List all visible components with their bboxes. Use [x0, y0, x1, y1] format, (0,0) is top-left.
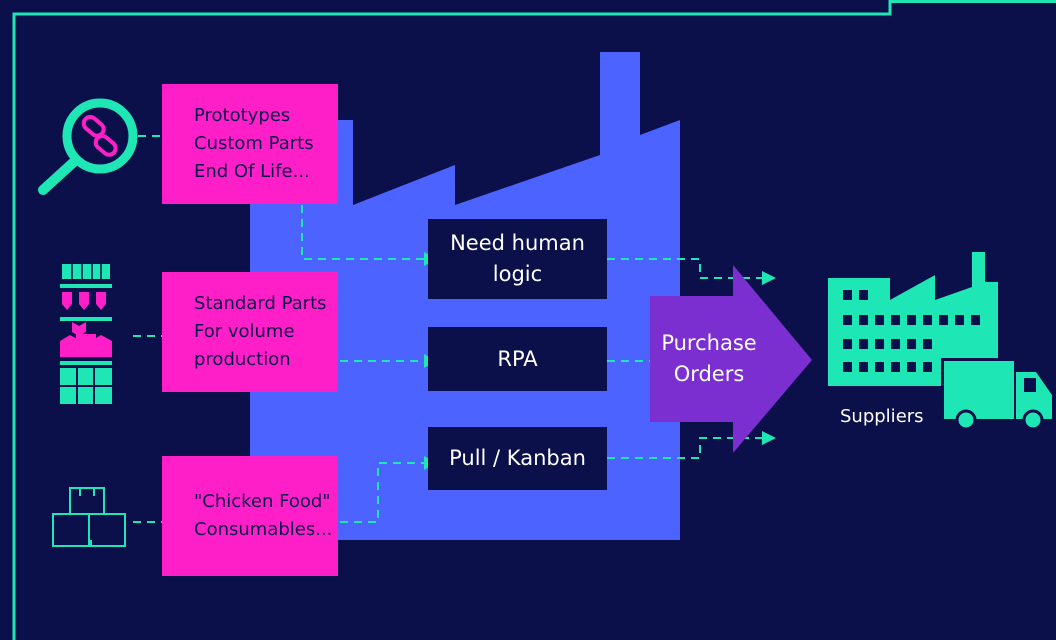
input-label-line: For volume — [194, 321, 295, 342]
process-box-human-logic: Need human logic — [428, 219, 607, 299]
process-label-line: logic — [492, 262, 543, 286]
process-box-rpa: RPA — [428, 327, 607, 391]
input-label-line: Prototypes — [194, 105, 291, 126]
process-box-kanban: Pull / Kanban — [428, 427, 607, 490]
input-box-prototypes: Prototypes Custom Parts End Of Life... — [162, 84, 338, 204]
process-label-line: Need human — [450, 231, 585, 255]
input-label-line: Standard Parts — [194, 293, 327, 314]
input-label-line: Custom Parts — [194, 133, 314, 154]
input-box-standard-parts: Standard Parts For volume production — [162, 272, 338, 392]
stacked-parts-icon — [60, 264, 112, 404]
process-label-line: RPA — [497, 346, 538, 371]
output-label-line: Orders — [673, 362, 745, 386]
purchase-orders-label: Purchase Orders — [650, 328, 768, 390]
input-label-line: Consumables... — [194, 519, 333, 540]
purchase-orders-arrow — [650, 265, 812, 453]
input-box-consumables: "Chicken Food" Consumables... — [162, 456, 338, 576]
process-label-line: Pull / Kanban — [449, 446, 586, 470]
boxes-icon — [52, 487, 126, 547]
input-label-line: End Of Life... — [194, 161, 310, 182]
connector-lines — [133, 135, 762, 523]
supplier-factory-truck-icon — [828, 252, 1052, 431]
input-label-line: "Chicken Food" — [194, 491, 331, 512]
frame — [12, 0, 1056, 640]
magnifier-chain-icon — [38, 98, 138, 195]
output-label-line: Purchase — [661, 331, 757, 355]
input-label-line: production — [194, 349, 291, 370]
suppliers-label: Suppliers — [840, 406, 924, 427]
